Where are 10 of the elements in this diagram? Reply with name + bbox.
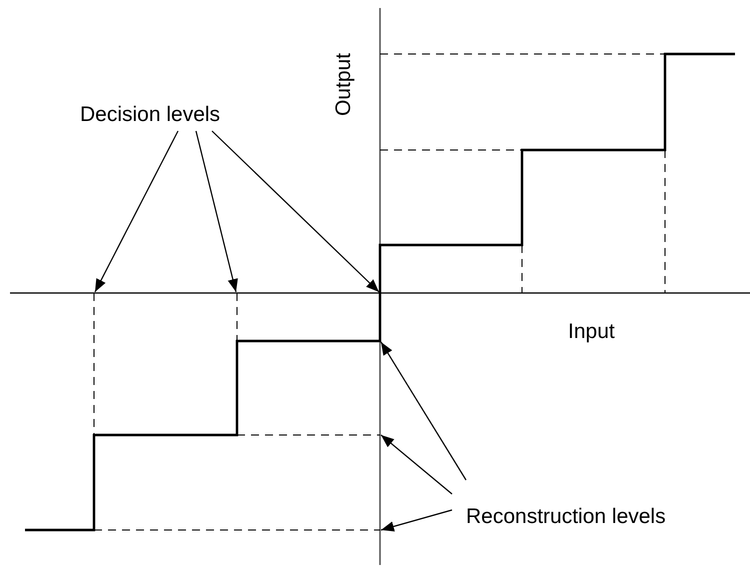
leader-line <box>195 130 238 292</box>
leader-line <box>380 434 452 494</box>
leader-line <box>380 509 452 532</box>
callout-text: Decision levels <box>80 104 220 125</box>
callout-text: Reconstruction levels <box>466 506 666 527</box>
leader-line <box>380 342 467 480</box>
leader-line <box>94 130 179 292</box>
axis-label: Output <box>333 52 354 116</box>
axis-label: Input <box>568 321 615 342</box>
leader-line <box>212 130 380 292</box>
